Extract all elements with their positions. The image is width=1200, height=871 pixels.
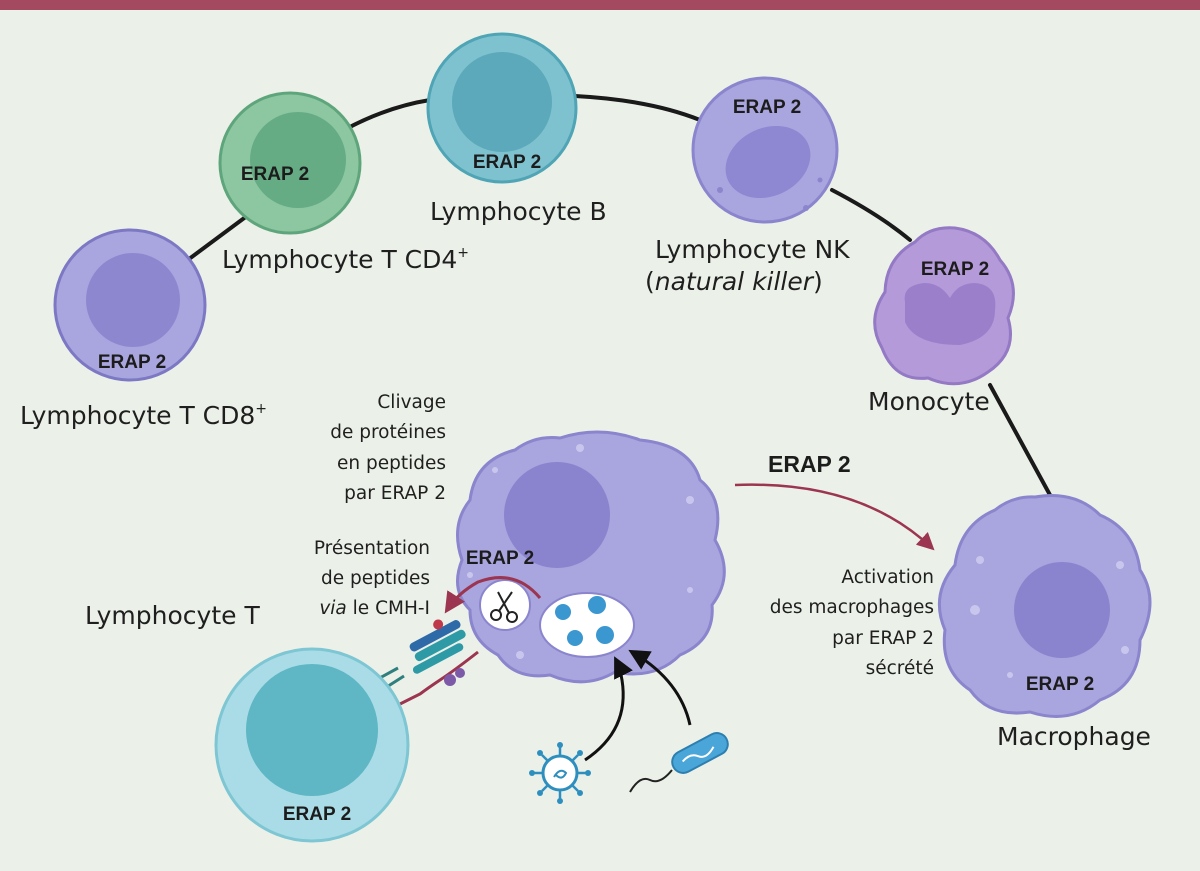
top-accent-bar: [0, 0, 1200, 10]
cd8-cell-label: Lymphocyte T CD8+: [20, 401, 267, 430]
scissors-icon: [490, 591, 518, 623]
svg-text:de protéines: de protéines: [330, 422, 446, 443]
svg-text:via le CMH-I: via le CMH-I: [319, 598, 430, 619]
svg-text:sécrété: sécrété: [866, 658, 934, 679]
macrophage-cell: ERAP 2: [937, 493, 1152, 718]
virus-uptake-arrow: [584, 656, 633, 762]
svg-text:par ERAP 2: par ERAP 2: [344, 483, 446, 504]
cleavage-note: Clivage de protéines en peptides par ERA…: [330, 392, 446, 504]
bacterium-icon: [629, 732, 729, 793]
svg-text:en peptides: en peptides: [337, 453, 446, 474]
virus-icon: [529, 742, 591, 804]
t-cell-label: Lymphocyte T: [85, 601, 260, 630]
secreted-erap2-label: ERAP 2: [768, 451, 851, 477]
cd8-t-cell: ERAP 2: [53, 228, 207, 382]
monocyte-cell-label: Monocyte: [868, 387, 990, 416]
cell-chain-connector: [183, 94, 1052, 497]
presentation-arrow: [444, 576, 542, 614]
svg-text:Présentation: Présentation: [314, 538, 430, 559]
nk-erap2-label: ERAP 2: [733, 97, 801, 118]
svg-text:par ERAP 2: par ERAP 2: [832, 628, 934, 649]
cd4-erap2-label: ERAP 2: [241, 164, 309, 185]
presentation-note: Présentation de peptides via le CMH-I: [314, 538, 430, 619]
b-erap2-label: ERAP 2: [473, 152, 541, 173]
nk-cell-sublabel: (natural killer): [645, 267, 823, 296]
monocyte-cell: ERAP 2: [873, 226, 1015, 386]
mhc-receptor-icon: [375, 619, 479, 706]
monocyte-erap2-label: ERAP 2: [921, 259, 989, 280]
activation-note: Activation des macrophages par ERAP 2 sé…: [770, 567, 934, 679]
svg-text:Clivage: Clivage: [377, 392, 446, 413]
b-cell-label: Lymphocyte B: [430, 197, 607, 226]
t-cell: ERAP 2: [214, 647, 410, 843]
macrophage-erap2-label: ERAP 2: [1026, 674, 1094, 695]
antigen-presenting-cell: ERAP 2: [456, 430, 726, 684]
cd4-t-cell: ERAP 2: [218, 91, 362, 235]
t-erap2-label: ERAP 2: [283, 804, 351, 825]
cd8-erap2-label: ERAP 2: [98, 352, 166, 373]
svg-text:Activation: Activation: [841, 567, 934, 588]
b-cell: ERAP 2: [426, 32, 578, 184]
svg-text:de peptides: de peptides: [321, 568, 430, 589]
apc-erap2-label: ERAP 2: [466, 548, 534, 569]
svg-text:des macrophages: des macrophages: [770, 597, 934, 618]
macrophage-cell-label: Macrophage: [997, 722, 1151, 751]
cd4-cell-label: Lymphocyte T CD4+: [222, 245, 469, 274]
bacterium-uptake-arrow: [628, 649, 692, 726]
secretion-arrow: [734, 483, 935, 551]
nk-cell-label: Lymphocyte NK: [655, 235, 850, 264]
nk-cell: ERAP 2: [691, 76, 839, 224]
